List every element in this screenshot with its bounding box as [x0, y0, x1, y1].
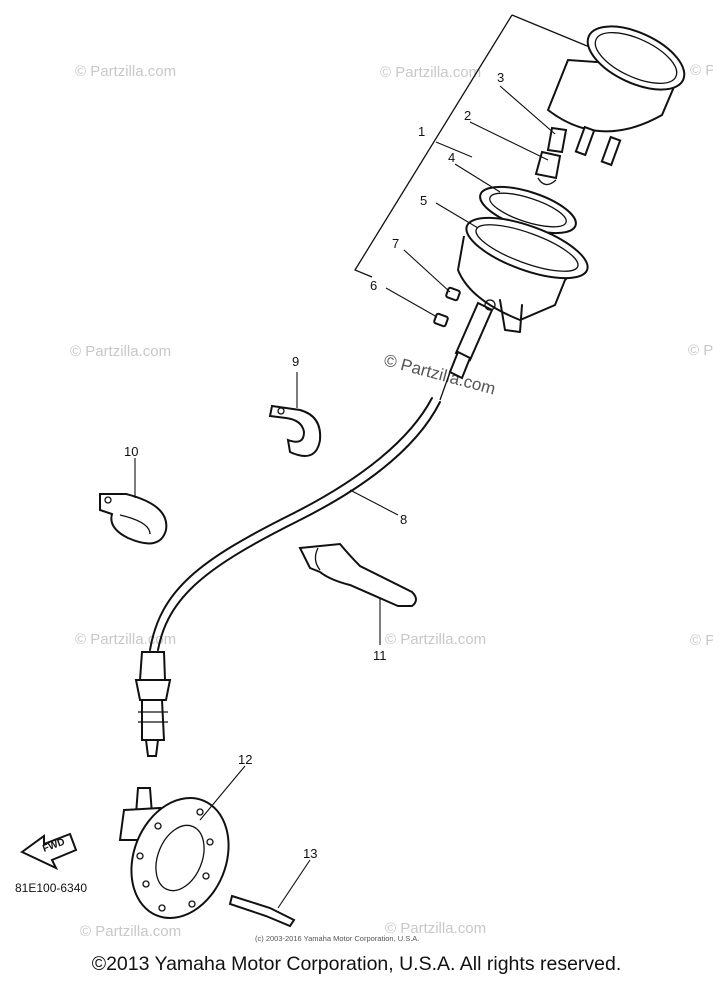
watermark: © Partzilla.com [385, 920, 486, 937]
cable-guide-bracket [298, 542, 417, 607]
callout-10: 10 [124, 444, 138, 459]
callout-8: 8 [400, 512, 407, 527]
callout-13: 13 [303, 846, 317, 861]
leader-lines [134, 85, 556, 909]
speedometer-gauge [546, 25, 686, 167]
grommet [445, 286, 461, 302]
callouts: 3 2 1 4 5 7 6 9 10 8 11 12 13 [124, 70, 504, 861]
watermark: © Partzilla.com [690, 632, 713, 649]
watermark: © Partzilla.com [80, 923, 181, 940]
grommet [433, 312, 449, 328]
callout-11: 11 [373, 648, 387, 663]
fwd-arrow-icon: FWD [20, 832, 78, 871]
center-watermark: © Partzilla.com [382, 351, 498, 399]
callout-1: 1 [418, 124, 425, 139]
watermark: © Partzilla.com [688, 342, 713, 359]
bulb-socket [534, 150, 562, 186]
callout-4: 4 [448, 150, 455, 165]
copyright-notice: ©2013 Yamaha Motor Corporation, U.S.A. A… [91, 953, 622, 975]
cable-clamp [268, 404, 322, 457]
watermark: © Partzilla.com [380, 64, 481, 81]
callout-2: 2 [464, 108, 471, 123]
watermark: © Partzilla.com [75, 63, 176, 80]
assembly-bracket [354, 14, 593, 278]
cable-upper-fitting [439, 299, 496, 401]
callout-3: 3 [497, 70, 504, 85]
cable-clip [99, 493, 168, 545]
speedometer-cable [134, 397, 441, 757]
callout-12: 12 [238, 752, 252, 767]
callout-5: 5 [420, 193, 427, 208]
callout-7: 7 [392, 236, 399, 251]
callout-9: 9 [292, 354, 299, 369]
watermark: © Partzilla.com [690, 62, 713, 79]
meter-case [456, 216, 589, 333]
watermark: © Partzilla.com [70, 343, 171, 360]
small-credit: (c) 2003-2016 Yamaha Motor Corporation, … [255, 934, 419, 943]
watermark: © Partzilla.com [385, 631, 486, 648]
callout-6: 6 [370, 278, 377, 293]
drawing-code: 81E100-6340 [15, 881, 87, 895]
watermark-layer: © Partzilla.com © Partzilla.com © Partzi… [70, 62, 713, 940]
dowel-pin [228, 894, 296, 928]
speedometer-gear-unit [118, 787, 230, 920]
